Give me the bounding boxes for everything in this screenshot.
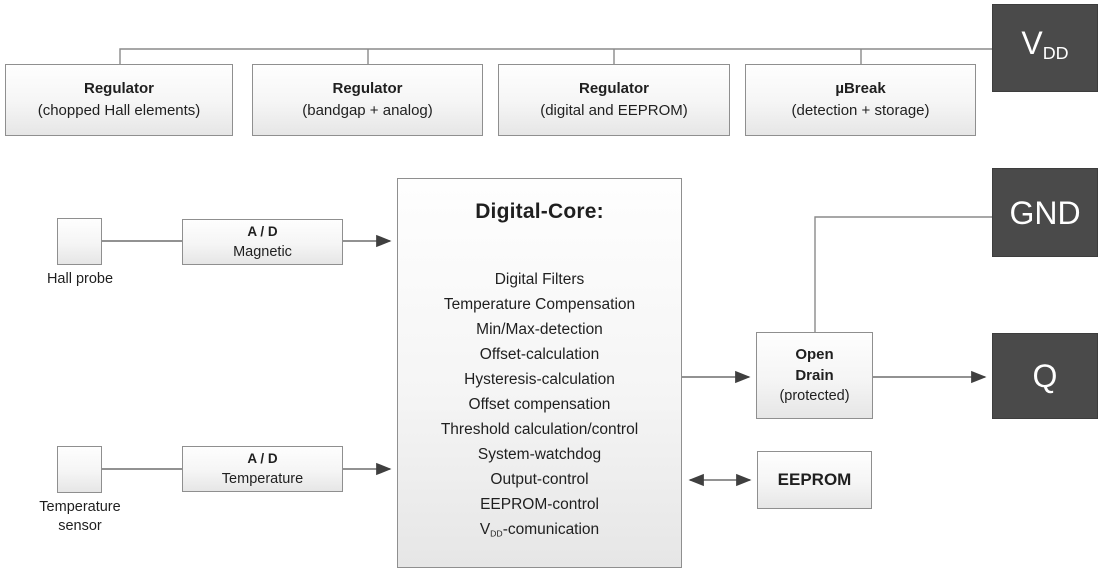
adc-magnetic-box: A / D Magnetic [182,219,343,265]
temperature-sensor-box [57,446,102,493]
box-subtitle: (bandgap + analog) [302,102,433,119]
core-function-vdd: VDD-comunication [479,521,600,539]
q-pin: Q [992,333,1098,419]
box-subtitle: (detection + storage) [791,102,930,119]
core-title: Digital-Core: [475,200,604,223]
gnd-pin: GND [992,168,1098,257]
box-title: Regulator [332,80,403,97]
box-title: µBreak [835,80,886,97]
hall-probe-box [57,218,102,265]
vdd-bus-line [119,48,993,64]
core-function: Threshold calculation/control [440,421,639,438]
open-drain-label-line1: Open [795,346,834,363]
eeprom-label: EEPROM [777,470,852,489]
core-function: Offset compensation [468,396,611,413]
adc-title: A / D [247,224,278,239]
core-function: Output-control [490,471,589,488]
open-drain-box: Open Drain (protected) [756,332,873,419]
core-function: EEPROM-control [480,496,599,513]
core-function: Digital Filters [494,271,585,288]
core-function: Min/Max-detection [476,321,603,338]
core-function: System-watchdog [477,446,602,463]
vdd-pin: VDD [992,4,1098,92]
gnd-pin-label: GND [1009,194,1081,231]
open-drain-label-line2: Drain [795,367,834,384]
adc-temperature-box: A / D Temperature [182,446,343,492]
box-title: Regulator [578,80,649,97]
q-pin-label: Q [1032,358,1058,394]
ubreak-box: µBreak (detection + storage) [745,64,976,136]
core-function: Offset-calculation [479,346,600,363]
gnd-line [814,216,993,333]
box-subtitle: (digital and EEPROM) [540,102,688,119]
regulator-digital-box: Regulator (digital and EEPROM) [498,64,730,136]
box-subtitle: (chopped Hall elements) [37,102,201,119]
regulator-bandgap-box: Regulator (bandgap + analog) [252,64,483,136]
eeprom-box: EEPROM [757,451,872,509]
adc-title: A / D [247,451,278,466]
adc-subtitle: Magnetic [233,244,292,260]
adc-subtitle: Temperature [221,471,304,487]
digital-core-box: Digital-Core: Digital Filters Temperatur… [397,178,682,568]
vdd-pin-label: VDD [1021,24,1069,63]
core-function: Hysteresis-calculation [464,371,615,388]
temperature-sensor-label: Temperature sensor [39,499,121,534]
regulator-hall-box: Regulator (chopped Hall elements) [5,64,233,136]
core-function: Temperature Compensation [443,296,636,313]
hall-probe-label: Hall probe [46,271,114,287]
core-function-list: Digital Filters Temperature Compensation… [441,267,638,546]
open-drain-label-line3: (protected) [779,388,850,404]
box-title: Regulator [83,80,154,97]
